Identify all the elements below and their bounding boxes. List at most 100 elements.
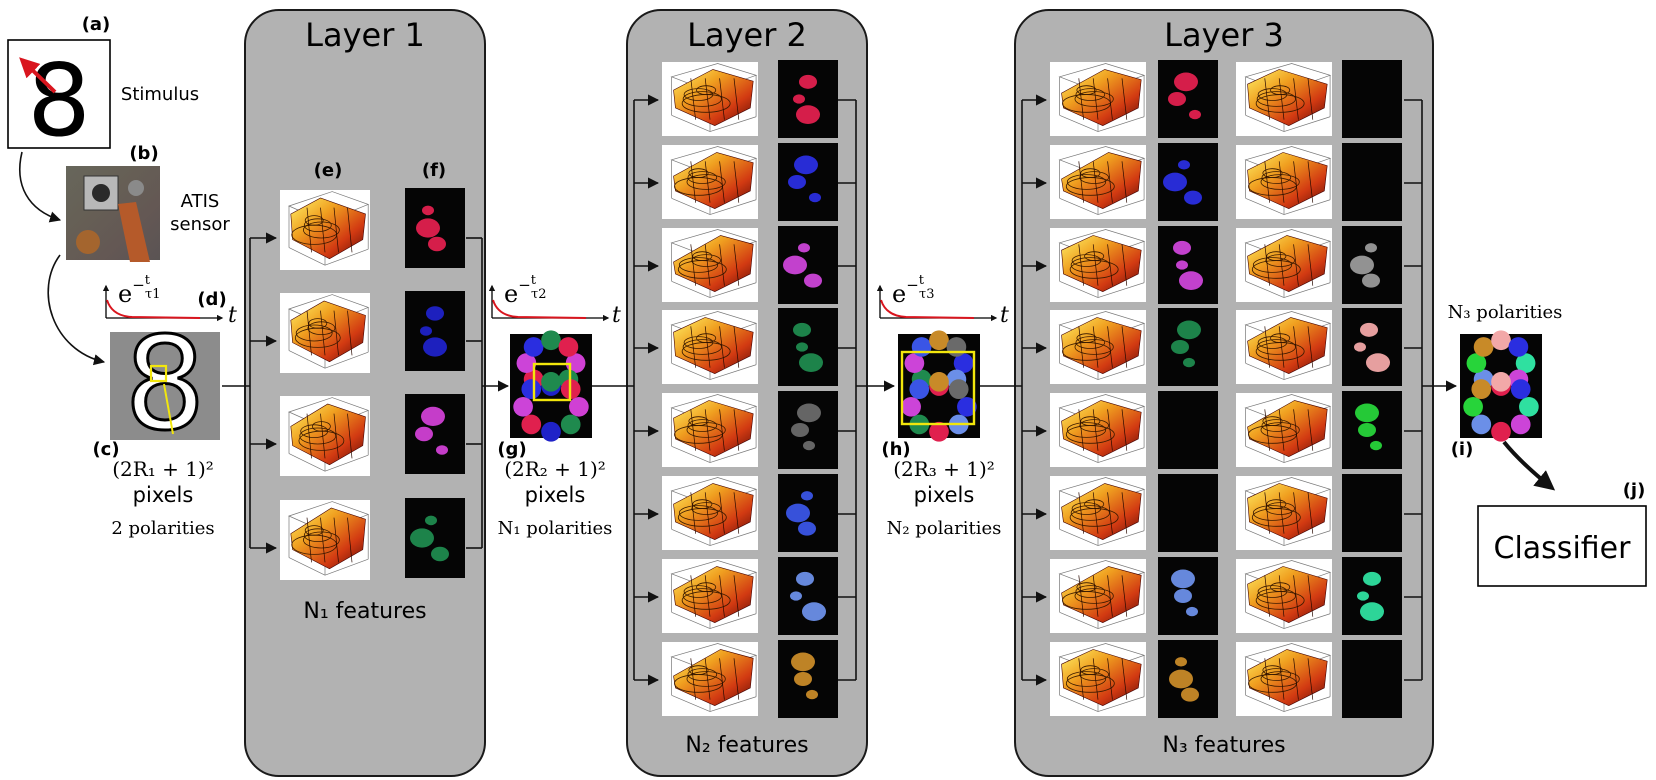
label-e: (e) bbox=[314, 160, 343, 181]
decay-tau-1: τ1 bbox=[145, 287, 160, 302]
layer2-feature-surface bbox=[662, 642, 758, 716]
layer3-feature-map bbox=[1158, 640, 1218, 718]
layer2-feature-surface bbox=[662, 310, 758, 384]
layer3-feature-surface bbox=[1236, 310, 1332, 384]
label-a: (a) bbox=[82, 14, 111, 35]
layer3-feature-map bbox=[1158, 391, 1218, 469]
layer3-feature-map bbox=[1342, 60, 1402, 138]
layer3-feature-surface bbox=[1236, 62, 1332, 136]
layer2-feature-map bbox=[778, 226, 838, 304]
layer1-feature-map bbox=[405, 291, 465, 371]
layer1-feature-map bbox=[405, 394, 465, 474]
layer1-title: Layer 1 bbox=[305, 16, 425, 54]
layer1-feature-surface bbox=[280, 293, 370, 373]
stage-h-pixels: pixels bbox=[914, 483, 975, 507]
layer3-feature-surface bbox=[1236, 145, 1332, 219]
classifier-box bbox=[1477, 505, 1647, 587]
layer3-feature-map bbox=[1342, 226, 1402, 304]
layer1-panel bbox=[244, 9, 486, 777]
layer3-feature-map bbox=[1158, 60, 1218, 138]
layer3-feature-surface bbox=[1050, 559, 1146, 633]
stimulus-label: Stimulus bbox=[121, 84, 199, 105]
layer2-feature-map bbox=[778, 143, 838, 221]
layer2-features bbox=[662, 60, 838, 718]
label-f: (f) bbox=[422, 160, 446, 181]
stage-g-polarities: N₁ polarities bbox=[498, 518, 613, 539]
layer3-output-collect bbox=[1404, 99, 1458, 681]
classifier-label: Classifier bbox=[1494, 531, 1632, 566]
layer3-feature-surface bbox=[1050, 62, 1146, 136]
layer1-feature-surface bbox=[280, 396, 370, 476]
layer1-input-fanout bbox=[222, 232, 278, 554]
stage-i-polarities: N₃ polarities bbox=[1448, 302, 1563, 323]
layer2-title: Layer 2 bbox=[687, 16, 807, 54]
layer1-output-map bbox=[510, 330, 592, 442]
layer2-feature-surface bbox=[662, 145, 758, 219]
layer2-feature-map bbox=[778, 557, 838, 635]
layer3-feature-map bbox=[1158, 226, 1218, 304]
decay-kernel-3 bbox=[876, 284, 998, 322]
layer1-feature-surface bbox=[280, 500, 370, 580]
layer2-feature-surface bbox=[662, 393, 758, 467]
layer1-features-label: N₁ features bbox=[303, 599, 426, 624]
layer2-feature-surface bbox=[662, 228, 758, 302]
layer3-feature-surface bbox=[1236, 642, 1332, 716]
decay-t-2: t bbox=[531, 273, 537, 288]
time-axis-label-2: t bbox=[612, 303, 621, 328]
stage-h-polarities: N₂ polarities bbox=[887, 518, 1002, 539]
stage-g-formula: (2R₂ + 1)² bbox=[504, 457, 606, 481]
label-h: (h) bbox=[881, 439, 910, 460]
stimulus-digit: 8 bbox=[27, 42, 91, 159]
layer3-feature-map bbox=[1158, 308, 1218, 386]
label-d: (d) bbox=[197, 289, 226, 310]
layer3-feature-surface bbox=[1050, 228, 1146, 302]
layer1-feature-map bbox=[405, 498, 465, 578]
stage-c-formula: (2R₁ + 1)² bbox=[112, 457, 214, 481]
layer3-features-label: N₃ features bbox=[1162, 733, 1285, 758]
label-g: (g) bbox=[497, 439, 526, 460]
stage-g-pixels: pixels bbox=[525, 483, 586, 507]
label-i: (i) bbox=[1451, 439, 1474, 460]
layer2-feature-map bbox=[778, 60, 838, 138]
decay-t-3: t bbox=[919, 273, 925, 288]
time-axis-label-3: t bbox=[1000, 303, 1009, 328]
decay-tau-3: τ3 bbox=[919, 287, 934, 302]
layer3-feature-surface bbox=[1050, 393, 1146, 467]
layer2-feature-surface bbox=[662, 476, 758, 550]
layer2-feature-map bbox=[778, 474, 838, 552]
layer3-feature-surface bbox=[1236, 476, 1332, 550]
layer2-feature-map bbox=[778, 391, 838, 469]
layer2-output-map bbox=[898, 330, 980, 442]
sensor-label-line1: ATIS bbox=[181, 191, 220, 212]
layer2-feature-surface bbox=[662, 62, 758, 136]
layer3-feature-surface bbox=[1050, 310, 1146, 384]
decay-kernel-1 bbox=[102, 284, 224, 322]
layer1-feature-map bbox=[405, 188, 465, 268]
decay-kernel-2 bbox=[488, 284, 610, 322]
layer2-feature-surface bbox=[662, 559, 758, 633]
layer3-feature-map bbox=[1158, 474, 1218, 552]
stimulus-motion-arrow bbox=[19, 57, 57, 94]
sensor-label-line2: sensor bbox=[170, 214, 230, 235]
layer3-input-fanout bbox=[980, 94, 1048, 686]
layer3-feature-surface bbox=[1050, 642, 1146, 716]
layer1-features bbox=[280, 188, 465, 580]
layer3-feature-map bbox=[1342, 474, 1402, 552]
layer3-feature-map bbox=[1158, 143, 1218, 221]
stage-c-pixels: pixels bbox=[133, 483, 194, 507]
stage-h-formula: (2R₃ + 1)² bbox=[893, 457, 995, 481]
layer2-input-fanout bbox=[592, 94, 660, 686]
layer3-feature-map bbox=[1342, 308, 1402, 386]
layer3-feature-surface bbox=[1236, 393, 1332, 467]
layer3-feature-surface bbox=[1236, 559, 1332, 633]
layer3-feature-surface bbox=[1050, 145, 1146, 219]
arrow-sensor-to-input bbox=[47, 254, 106, 366]
label-c: (c) bbox=[92, 439, 119, 460]
arrow-to-classifier bbox=[1502, 440, 1556, 491]
layer3-output-map bbox=[1460, 330, 1542, 442]
decay-tau-2: τ2 bbox=[531, 287, 546, 302]
